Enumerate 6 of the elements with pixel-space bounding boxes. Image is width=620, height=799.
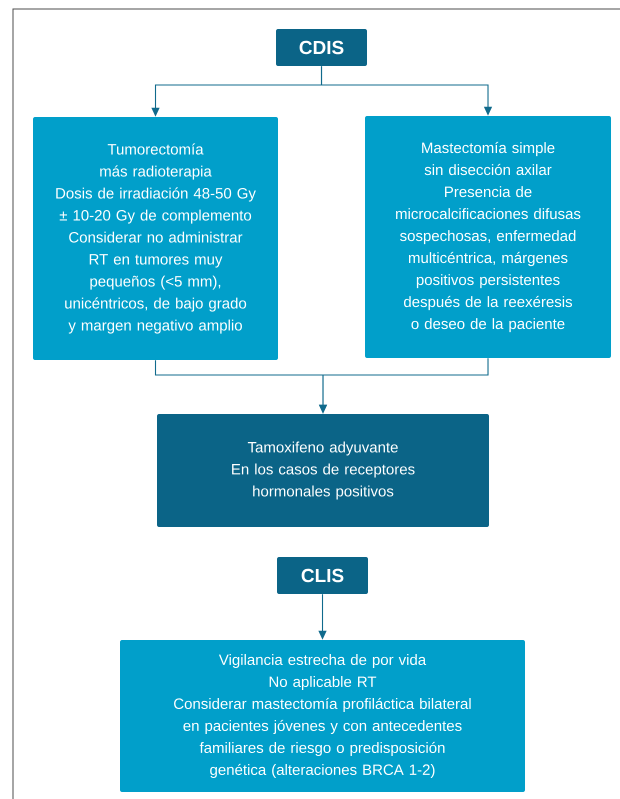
process-box: Vigilancia estrecha de por vida No aplicable RT Considerar mastectomía profiláctica bilateral en pacientes jóvenes y con antecedentes familiares de riesgo o predisposición genética (alteraciones BRCA 1-2) bbox=[120, 640, 525, 792]
heading-box: CDIS bbox=[276, 29, 367, 66]
process-box: Mastectomía simple sin disección axilar Presencia de microcalcificaciones difusas sospechosas, enfermedad multicéntrica, márgenes positivos persistentes después de la reexéresis o deseo de la paciente bbox=[365, 116, 612, 358]
process-box: Tumorectomía más radioterapia Dosis de irradiación 48-50 Gy ± 10-20 Gy de complemento Considerar no administrar RT en tumores muy pequeños (<5 mm), unicéntricos, de bajo grado y margen negativo amplio bbox=[33, 117, 278, 360]
process-box: Tamoxifeno adyuvante En los casos de receptores hormonales positivos bbox=[157, 414, 489, 527]
heading-box: CLIS bbox=[277, 557, 368, 594]
